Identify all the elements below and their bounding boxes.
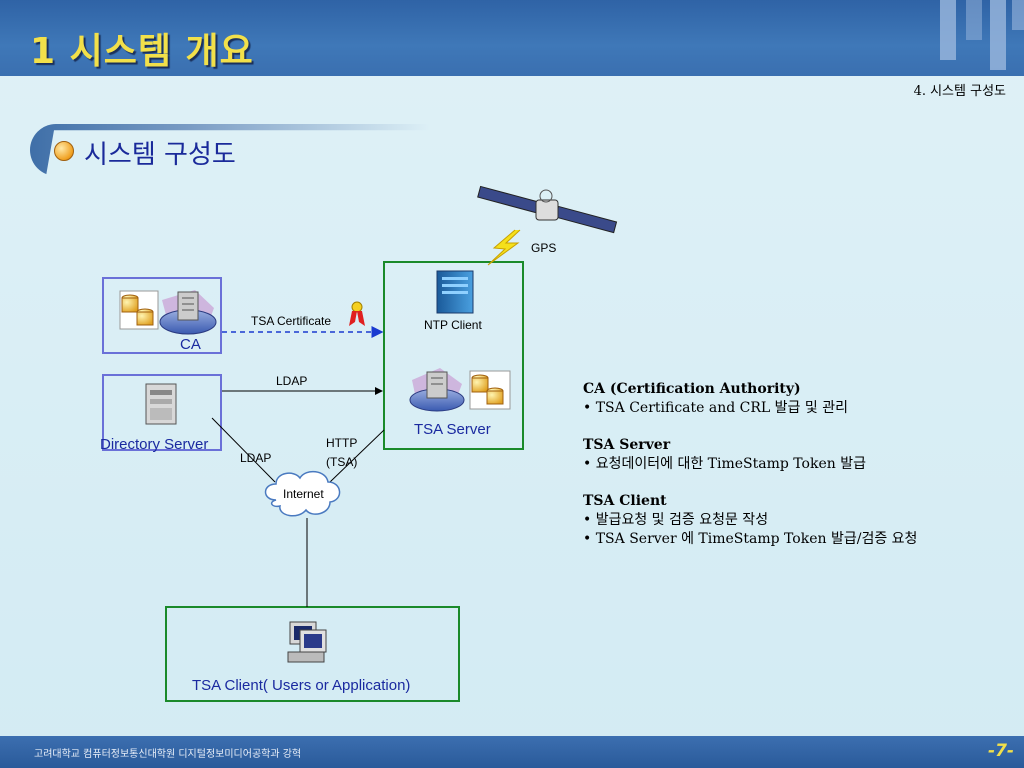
- http-label: HTTP: [326, 436, 358, 450]
- header-decoration: [940, 0, 956, 60]
- header-decoration: [966, 0, 982, 40]
- footer-bar: [0, 736, 1024, 768]
- component-descriptions: CA (Certification Authority) • TSA Certi…: [583, 380, 1003, 549]
- ca-server-icon: [119, 290, 217, 335]
- tsa-server-label: TSA Server: [414, 421, 491, 438]
- directory-box: [102, 374, 222, 451]
- satellite-icon: [477, 185, 618, 234]
- lightning-icon: [487, 229, 521, 266]
- directory-server-label: Directory Server: [100, 436, 209, 453]
- directory-server-icon: [145, 383, 177, 425]
- header-bar: [0, 0, 1024, 76]
- tsa-server-box: [383, 261, 524, 450]
- client-computer-icon: [287, 621, 327, 663]
- client-description-2: • TSA Server 에 TimeStamp Token 발급/검증 요청: [583, 531, 918, 547]
- client-title: TSA Client: [583, 493, 667, 509]
- server-title: TSA Server: [583, 437, 671, 453]
- page-subtitle: 4. 시스템 구성도: [913, 84, 1006, 99]
- certificate-ribbon-icon: [349, 301, 365, 326]
- ntp-client-label: NTP Client: [424, 318, 482, 332]
- tsa-client-box: [165, 606, 460, 702]
- ntp-server-icon: [436, 270, 474, 314]
- slide-title: 1 시스템 개요: [30, 31, 254, 72]
- ldap-top-label: LDAP: [276, 374, 308, 388]
- footer-text: 고려대학교 컴퓨터정보통신대학원 디지털정보미디어공학과 강혁: [34, 749, 302, 760]
- directory-internet-link: [211, 417, 276, 483]
- page-number: -7-: [988, 741, 1014, 761]
- bullet-icon: [54, 141, 74, 161]
- header-decoration: [990, 0, 1006, 70]
- ldap-bottom-label: LDAP: [240, 451, 272, 465]
- ca-description: • TSA Certificate and CRL 발급 및 관리: [583, 400, 848, 416]
- client-description-1: • 발급요청 및 검증 요청문 작성: [583, 512, 769, 528]
- tsa-server-icon: [409, 368, 511, 412]
- internet-cloud-icon: [264, 470, 341, 517]
- internet-tsa-link: [329, 429, 385, 483]
- tsa-client-label: TSA Client( Users or Application): [192, 677, 411, 694]
- ca-label: CA: [180, 336, 201, 353]
- gps-label: GPS: [531, 241, 557, 255]
- tsa-protocol-label: (TSA): [326, 455, 358, 469]
- header-decoration: [1012, 0, 1024, 30]
- ca-box: [102, 277, 222, 354]
- tsa-certificate-label: TSA Certificate: [251, 314, 332, 328]
- ca-title: CA (Certification Authority): [583, 381, 801, 397]
- server-description: • 요청데이터에 대한 TimeStamp Token 발급: [583, 456, 866, 472]
- internet-label: Internet: [283, 487, 324, 501]
- section-title: 시스템 구성도: [84, 140, 236, 170]
